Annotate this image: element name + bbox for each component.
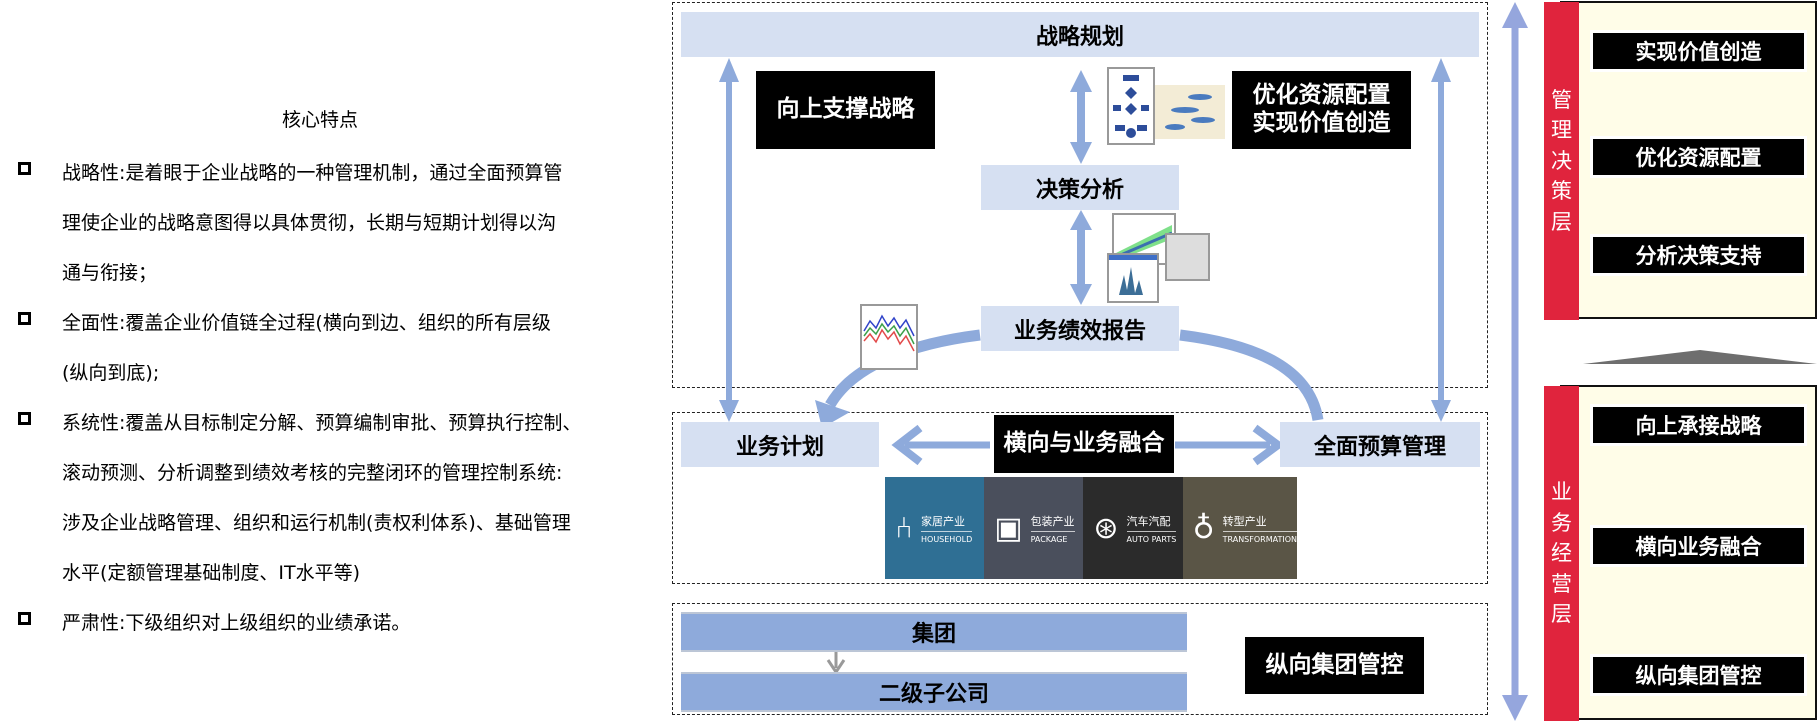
curve-left-arrowhead	[815, 400, 850, 428]
group-subsidiary-arrow	[826, 649, 846, 675]
bullet-3-line-2: 滚动预测、分析调整到绩效考核的完整闭环的管理控制系统:	[62, 462, 563, 484]
business-zone	[672, 412, 1488, 584]
industry-en: AUTO PARTS	[1126, 534, 1177, 544]
performance-report-box: 业务绩效报告	[981, 306, 1179, 351]
horizontal-fusion-label: 横向与业务融合	[994, 415, 1174, 473]
bullet-2-line-1: 全面性:覆盖企业价值链全过程(横向到边、组织的所有层级	[62, 312, 551, 334]
bullet-1-line-2: 理使企业的战略意图得以具体贯彻，长期与短期计划得以沟	[62, 212, 557, 234]
package-icon: ▣	[994, 510, 1023, 546]
bullet-3-line-4: 水平(定额管理基础制度、IT水平等)	[62, 562, 361, 584]
optimize-line-2: 实现价值创造	[1252, 110, 1391, 136]
bullet-1-line-1: 战略性:是着眼于企业战略的一种管理机制，通过全面预算管	[62, 162, 563, 184]
label-char: 经	[1551, 541, 1572, 566]
label-char: 层	[1551, 602, 1572, 627]
bullet-4-line-1: 严肃性:下级组织对上级组织的业绩承诺。	[62, 612, 411, 634]
bullet-square-icon	[18, 412, 31, 425]
bullet-3-line-3: 涉及企业战略管理、组织和运行机制(责权利体系)、基础管理	[62, 512, 571, 534]
histogram-thumbnail	[1107, 253, 1159, 303]
armchair-icon: ⑃	[895, 510, 913, 546]
decision-report-arrow	[1070, 210, 1092, 305]
wheel-icon: ⊛	[1093, 510, 1119, 546]
industry-tile-household: ⑃ 家居产业 HOUSEHOLD	[885, 477, 985, 579]
bullet-square-icon	[18, 162, 31, 175]
industry-tile-auto: ⊛ 汽车汽配 AUTO PARTS	[1083, 477, 1183, 579]
subsidiary-box: 二级子公司	[681, 672, 1187, 712]
biz-item-vertical: 纵向集团管控	[1590, 654, 1807, 696]
industry-tile-package: ▣ 包装产业 PACKAGE	[984, 477, 1084, 579]
layer-divider-arrow	[1502, 2, 1528, 721]
horizontal-right-arrow	[1175, 424, 1285, 466]
mgmt-item-value-creation: 实现价值创造	[1590, 30, 1807, 72]
bullet-2-line-2: (纵向到底);	[62, 362, 160, 384]
label-char: 管	[1551, 87, 1572, 112]
industry-cn: 家居产业	[921, 513, 973, 532]
business-plan-box: 业务计划	[681, 422, 879, 467]
biz-item-strategy: 向上承接战略	[1590, 404, 1807, 446]
bullet-1-line-3: 通与衔接；	[62, 262, 158, 284]
biz-item-horizontal: 横向业务融合	[1590, 525, 1807, 567]
mgmt-layer-label: 管 理 决 策 层	[1544, 2, 1579, 320]
industry-cn: 转型产业	[1222, 513, 1297, 532]
management-zone	[672, 2, 1488, 388]
industry-strip: ⑃ 家居产业 HOUSEHOLD ▣ 包装产业 PACKAGE ⊛ 汽车汽配 AUTO…	[885, 477, 1297, 579]
industry-en: PACKAGE	[1030, 534, 1068, 544]
horizontal-left-arrow	[891, 424, 990, 466]
label-char: 业	[1551, 480, 1572, 505]
label-char: 营	[1551, 571, 1572, 596]
bullet-square-icon	[18, 312, 31, 325]
label-char: 务	[1551, 510, 1572, 535]
lightbulb-icon: ♁	[1192, 510, 1215, 546]
industry-en: TRANSFORMATION	[1222, 534, 1297, 544]
optimize-line-1: 优化资源配置	[1252, 82, 1391, 109]
label-char: 策	[1551, 179, 1572, 204]
core-features-title: 核心特点	[281, 109, 358, 131]
group-zone	[672, 603, 1488, 715]
industry-en: HOUSEHOLD	[921, 534, 973, 544]
map-thumbnail	[1155, 85, 1225, 139]
line-chart-thumbnail	[860, 304, 918, 370]
industry-cn: 包装产业	[1030, 513, 1075, 532]
budget-management-box: 全面预算管理	[1280, 422, 1480, 467]
mgmt-item-resource-optimization: 优化资源配置	[1590, 136, 1807, 178]
vertical-control-label: 纵向集团管控	[1245, 637, 1424, 694]
layer-chevron-icon	[1583, 350, 1817, 364]
group-box: 集团	[681, 612, 1187, 652]
label-char: 层	[1551, 209, 1572, 234]
bullet-3-line-1: 系统性:覆盖从目标制定分解、预算编制审批、预算执行控制、	[62, 412, 582, 434]
scatter-matrix-thumbnail	[1165, 233, 1210, 281]
industry-cn: 汽车汽配	[1126, 513, 1177, 532]
mgmt-item-decision-support: 分析决策支持	[1590, 234, 1807, 276]
biz-layer-label: 业 务 经 营 层	[1544, 386, 1579, 721]
support-strategy-label: 向上支撑战略	[756, 71, 935, 149]
left-vertical-arrow	[719, 58, 739, 422]
optimize-value-label: 优化资源配置 实现价值创造	[1232, 71, 1411, 149]
label-char: 理	[1551, 118, 1572, 143]
label-char: 决	[1551, 148, 1572, 173]
flowchart-thumbnail	[1107, 67, 1155, 145]
strategy-planning-box: 战略规划	[681, 12, 1479, 57]
decision-analysis-box: 决策分析	[981, 165, 1179, 210]
right-vertical-arrow	[1431, 58, 1451, 422]
strategy-decision-arrow	[1070, 70, 1092, 164]
industry-tile-transformation: ♁ 转型产业 TRANSFORMATION	[1182, 477, 1297, 579]
bullet-square-icon	[18, 612, 31, 625]
